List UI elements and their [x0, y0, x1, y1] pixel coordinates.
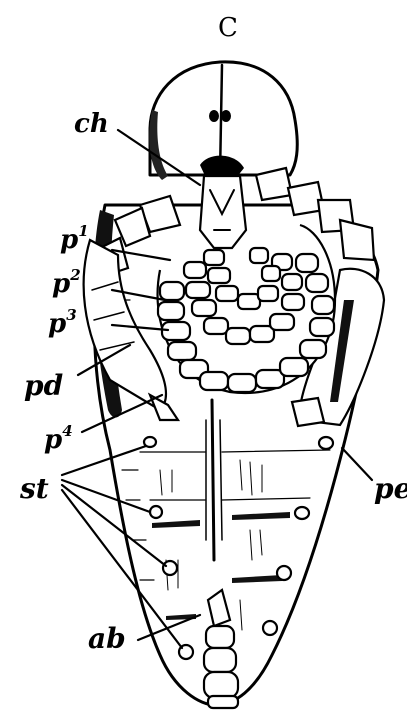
label-pd: pd: [24, 369, 63, 402]
head-shield: [149, 62, 297, 180]
label-p3: p3: [48, 306, 77, 339]
label-pe: pe: [374, 472, 407, 505]
label-p4: p4: [44, 422, 73, 455]
label-p2: p2: [52, 266, 81, 299]
label-st: st: [19, 472, 49, 505]
label-ch: ch: [74, 109, 109, 139]
plate-letter: C: [218, 13, 238, 43]
label-ab: ab: [88, 622, 126, 655]
label-p1: p1: [60, 222, 89, 255]
